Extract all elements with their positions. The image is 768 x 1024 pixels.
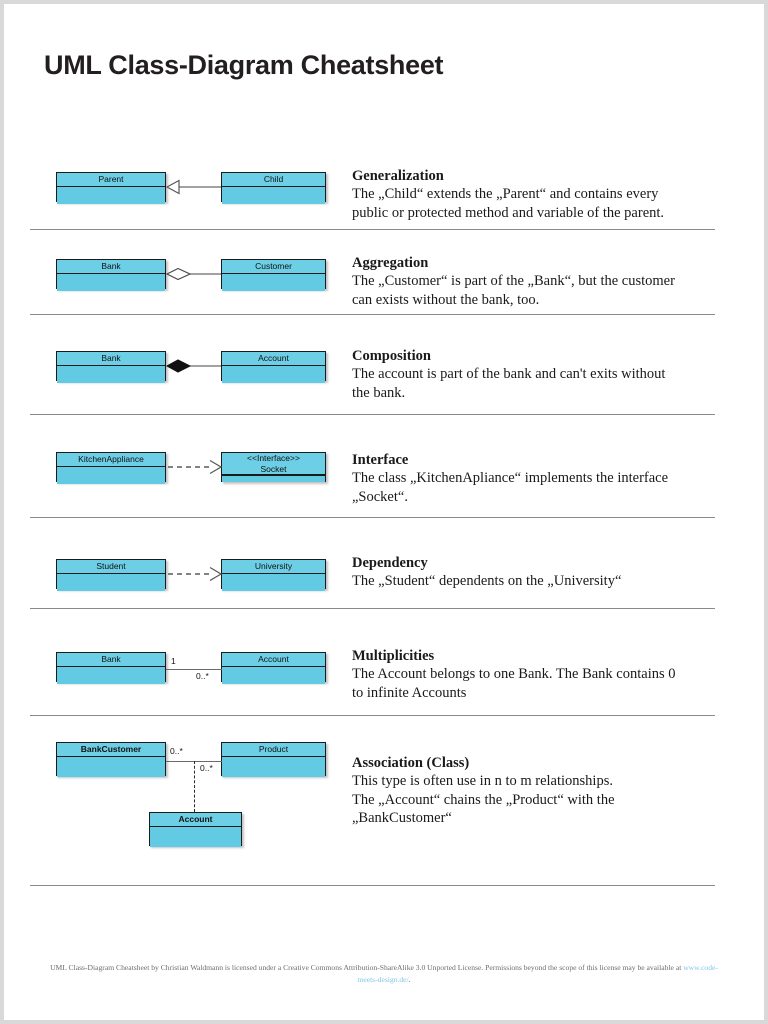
multiplicity-label-left: 1 xyxy=(171,656,176,666)
section-title: Aggregation xyxy=(352,255,429,271)
uml-class-name: Bank xyxy=(57,653,165,667)
uml-class-box-product: Product xyxy=(221,742,326,777)
section-body: The Account belongs to one Bank. The Ban… xyxy=(352,666,676,701)
section-title: Composition xyxy=(352,348,431,364)
multiplicity-label-left: 0..* xyxy=(170,746,183,756)
page-title: UML Class-Diagram Cheatsheet xyxy=(44,50,444,80)
section-body: This type is often use in n to m relatio… xyxy=(352,773,615,826)
uml-class-name: Parent xyxy=(57,173,165,187)
uml-class-name: Account xyxy=(222,653,325,667)
description-dependency: Dependency The „Student“ dependents on t… xyxy=(352,554,712,591)
uml-class-body xyxy=(222,667,325,684)
dependency-connector xyxy=(168,566,223,582)
uml-class-body xyxy=(57,187,165,204)
license-line-2: this license may be available at xyxy=(586,963,684,972)
uml-class-name: Socket xyxy=(260,463,287,474)
section-title: Generalization xyxy=(352,168,444,184)
uml-class-box-bank: Bank xyxy=(56,351,166,383)
license-footer: UML Class-Diagram Cheatsheet by Christia… xyxy=(44,962,724,985)
uml-class-name: Customer xyxy=(222,260,325,274)
uml-class-name: Product xyxy=(222,743,325,757)
uml-class-body xyxy=(57,574,165,591)
section-title: Association (Class) xyxy=(352,755,470,771)
section-title: Multiplicities xyxy=(352,648,435,664)
realization-connector xyxy=(168,459,223,475)
uml-class-box-account: Account xyxy=(149,812,242,847)
license-line-2-end: . xyxy=(408,974,411,984)
uml-interface-header: <<Interface>> Socket xyxy=(222,453,325,475)
uml-class-body xyxy=(222,574,325,591)
uml-stereotype: <<Interface>> xyxy=(247,453,300,463)
section-body: The class „KitchenApliance“ implements t… xyxy=(352,470,669,505)
aggregation-connector xyxy=(165,267,221,281)
uml-class-box-parent: Parent xyxy=(56,172,166,204)
description-association-class: Association (Class) This type is often u… xyxy=(352,754,712,828)
page-canvas: UML Class-Diagram Cheatsheet Parent Chil… xyxy=(4,4,764,1020)
uml-class-box-bank: Bank xyxy=(56,259,166,291)
uml-class-body xyxy=(222,187,325,204)
section-title: Interface xyxy=(352,452,409,468)
uml-class-box-university: University xyxy=(221,559,326,591)
uml-class-name: Child xyxy=(222,173,325,187)
uml-class-name: Student xyxy=(57,560,165,574)
uml-class-body xyxy=(222,366,325,383)
uml-class-name: BankCustomer xyxy=(57,743,165,757)
uml-class-box-kitchenappliance: KitchenAppliance xyxy=(56,452,166,484)
composition-connector xyxy=(165,359,221,373)
association-line xyxy=(166,669,222,670)
section-divider xyxy=(30,517,715,518)
section-title: Dependency xyxy=(352,555,428,571)
uml-class-box-account: Account xyxy=(221,351,326,383)
uml-class-name: KitchenAppliance xyxy=(57,453,165,467)
uml-class-body xyxy=(222,757,325,777)
section-body: The „Student“ dependents on the „Univers… xyxy=(352,573,622,589)
description-interface: Interface The class „KitchenApliance“ im… xyxy=(352,451,712,506)
generalization-connector xyxy=(165,179,221,195)
uml-class-box-child: Child xyxy=(221,172,326,204)
section-divider xyxy=(30,608,715,609)
uml-class-body xyxy=(57,274,165,291)
uml-class-body xyxy=(57,366,165,383)
uml-class-name: Bank xyxy=(57,260,165,274)
uml-class-name: Account xyxy=(222,352,325,366)
uml-class-name: Account xyxy=(150,813,241,827)
uml-class-name: Bank xyxy=(57,352,165,366)
description-composition: Composition The account is part of the b… xyxy=(352,347,712,402)
multiplicity-label-right: 0..* xyxy=(200,763,213,773)
uml-class-box-student: Student xyxy=(56,559,166,591)
multiplicity-label-right: 0..* xyxy=(196,671,209,681)
description-aggregation: Aggregation The „Customer“ is part of th… xyxy=(352,254,712,309)
section-divider xyxy=(30,414,715,415)
uml-class-name: University xyxy=(222,560,325,574)
uml-class-body xyxy=(57,757,165,777)
uml-class-body xyxy=(150,827,241,847)
uml-class-box-bankcustomer: BankCustomer xyxy=(56,742,166,777)
uml-class-body xyxy=(57,667,165,684)
code-meets-design-link[interactable]: www.code-meets-design.de/ xyxy=(357,963,718,984)
section-body: The account is part of the bank and can'… xyxy=(352,366,666,401)
section-body: The „Customer“ is part of the „Bank“, bu… xyxy=(352,273,675,308)
uml-class-body xyxy=(57,467,165,484)
association-class-dashed-line xyxy=(194,761,195,812)
section-body: The „Child“ extends the „Parent“ and con… xyxy=(352,186,665,221)
uml-class-box-bank: Bank xyxy=(56,652,166,684)
uml-class-body xyxy=(222,274,325,291)
section-divider xyxy=(30,229,715,230)
section-divider xyxy=(30,314,715,315)
description-generalization: Generalization The „Child“ extends the „… xyxy=(352,167,712,222)
license-line-1: UML Class-Diagram Cheatsheet by Christia… xyxy=(50,963,585,972)
uml-class-box-account: Account xyxy=(221,652,326,684)
uml-interface-box-socket: <<Interface>> Socket xyxy=(221,452,326,482)
uml-class-box-customer: Customer xyxy=(221,259,326,291)
description-multiplicities: Multiplicities The Account belongs to on… xyxy=(352,647,712,702)
section-divider xyxy=(30,885,715,886)
uml-class-body xyxy=(222,475,325,482)
section-divider xyxy=(30,715,715,716)
